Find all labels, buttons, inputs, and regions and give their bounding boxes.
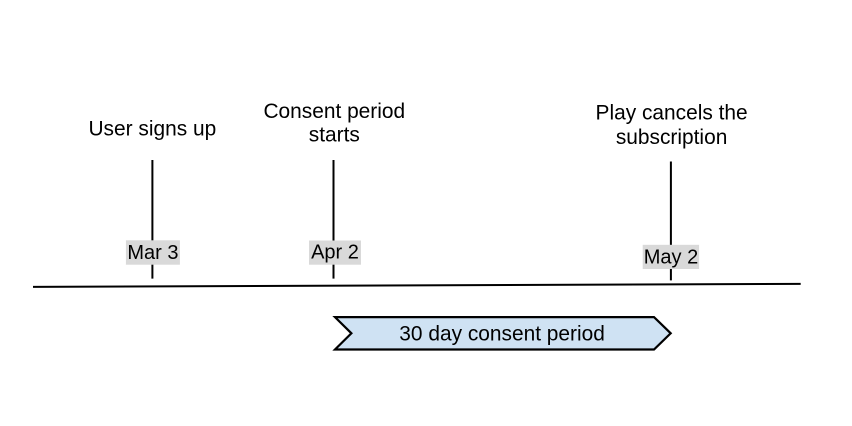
svg-text:May 2: May 2 [644,246,698,268]
svg-text:Mar 3: Mar 3 [127,242,178,264]
svg-text:User signs up: User signs up [88,118,216,141]
svg-text:starts: starts [309,124,360,147]
svg-text:Apr 2: Apr 2 [311,242,359,264]
svg-text:30 day consent period: 30 day consent period [399,323,605,346]
svg-text:Play cancels the: Play cancels the [596,102,748,125]
svg-text:Consent period: Consent period [263,100,405,123]
svg-text:subscription: subscription [616,126,727,149]
